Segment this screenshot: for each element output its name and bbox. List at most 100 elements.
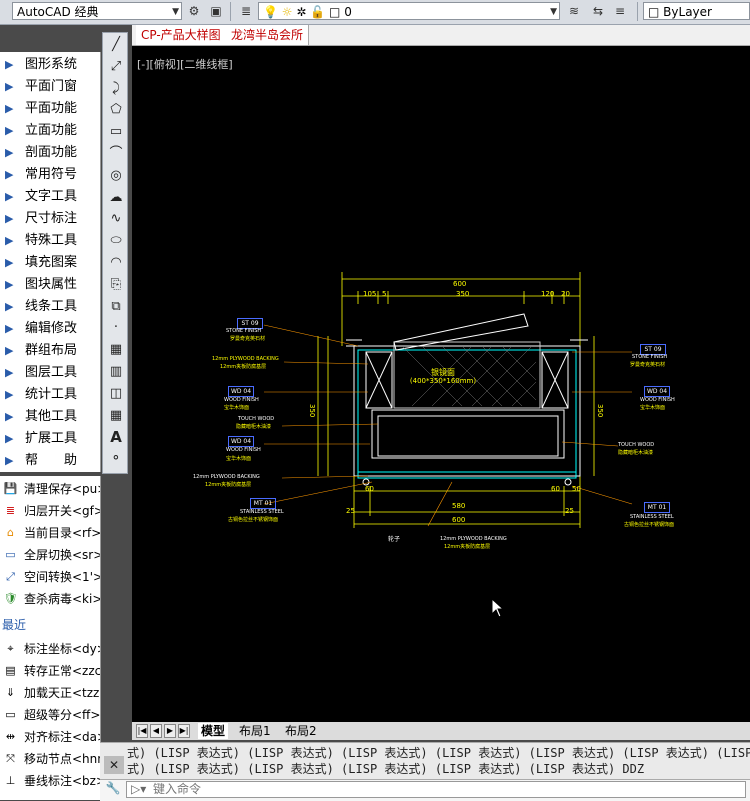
gear-icon[interactable]: ⚙ [188,4,200,18]
expand-arrow-icon: ▶ [5,278,14,291]
point-icon[interactable]: · [113,320,119,336]
menu-item[interactable]: ▶线条工具 [0,296,100,318]
recent-command-item[interactable]: ⌖标注坐标<dy> [0,638,100,660]
ellipse-arc-icon[interactable]: ◠ [110,255,122,270]
text-icon[interactable]: A [110,428,122,447]
command-icon: ⤧ [6,752,15,765]
dim-top-5: 20 [561,290,570,298]
command-item[interactable]: ⤢空间转换<1'> [0,566,100,588]
region-icon[interactable]: ◫ [109,385,123,401]
workspace-dropdown[interactable]: AutoCAD 经典 ▼ [12,2,182,20]
command-label: 标注坐标<dy> [24,642,100,656]
command-shortcut-panel: 💾清理保存<pu>≣归层开关<gf>⌂当前目录<rf>▭全屏切换<sr>⤢空间转… [0,476,101,800]
menu-item[interactable]: ▶其他工具 [0,406,100,428]
menu-item[interactable]: ▶特殊工具 [0,230,100,252]
recent-command-item[interactable]: ▤转存正常<zzc> [0,660,100,682]
spline-icon[interactable]: ∿ [110,211,122,227]
wheel-note: 轮子 [388,536,401,543]
expand-arrow-icon: ▶ [5,388,14,401]
callout-cn: 古铜色拉丝不锈钢饰面 [228,517,279,523]
command-input[interactable]: ▷▾ 键入命令 [126,781,746,798]
expand-arrow-icon: ▶ [5,146,14,159]
revcloud-icon[interactable]: ☁ [109,189,123,205]
gradient-icon[interactable]: ▥ [109,364,123,379]
prev-tab-icon[interactable]: ◀ [150,724,162,738]
tab-model[interactable]: 模型 [198,723,229,739]
recent-command-item[interactable]: ▭超级等分<ff> [0,704,100,726]
menu-item[interactable]: ▶扩展工具 [0,428,100,450]
menu-item[interactable]: ▶帮 助 [0,450,100,472]
menu-item[interactable]: ▶图块属性 [0,274,100,296]
command-prompt-icon: ▷▾ [131,782,147,796]
layer-dropdown[interactable]: 💡 ☼ ✲ 🔓 □ 0 ▼ [258,2,560,20]
callout-en: WOOD FINISH [224,397,259,403]
menu-item[interactable]: ▶文字工具 [0,186,100,208]
layout-tab-bar: |◀ ◀ ▶ ▶| 模型 布局1 布局2 [132,722,750,740]
drawing-canvas[interactable] [132,46,750,722]
viewport-label[interactable]: [-][俯视][二维线框] [137,58,233,71]
menu-item[interactable]: ▶平面门窗 [0,76,100,98]
table-icon[interactable]: ▦ [109,407,123,423]
callout-tag: ST 09 [640,344,666,355]
dim-bottom-1: 60 [365,485,374,493]
menu-item[interactable]: ▶图形系统 [0,54,100,76]
first-tab-icon[interactable]: |◀ [136,724,148,738]
menu-item[interactable]: ▶常用符号 [0,164,100,186]
wrench-icon[interactable]: 🔧 [105,781,121,795]
polygon-icon[interactable]: ⬠ [110,102,122,118]
rectangle-icon[interactable]: ▭ [109,124,123,140]
circle-icon[interactable]: ◎ [110,167,122,183]
close-icon[interactable]: ✕ [104,756,124,774]
menu-item[interactable]: ▶填充图案 [0,252,100,274]
menu-item[interactable]: ▶统计工具 [0,384,100,406]
recent-command-item[interactable]: ⇓加载天正<tzz> [0,682,100,704]
next-tab-icon[interactable]: ▶ [164,724,176,738]
line-icon[interactable]: ╱ [112,37,120,52]
dim-top-1: 105 [363,290,377,298]
callout-cn: 罗曼奇克英石材 [630,362,666,368]
color-dropdown[interactable]: □ ByLayer [643,2,750,20]
file-tab-longwan[interactable]: 龙湾半岛会所 [226,25,310,45]
insert-block-icon[interactable]: ⎘ [110,276,122,292]
tab-layout2[interactable]: 布局2 [285,724,317,738]
menu-item[interactable]: ▶剖面功能 [0,142,100,164]
lightbulb-icon: 💡 [263,5,278,19]
recent-command-item[interactable]: ⊥垂线标注<bz> [0,770,100,792]
menu-item[interactable]: ▶立面功能 [0,120,100,142]
layer-state-icon[interactable]: ≡ [614,4,626,18]
command-item[interactable]: ⌂当前目录<rf> [0,522,100,544]
workspace-settings-icon[interactable]: ▣ [210,4,222,18]
layer-manager-icon[interactable]: ≣ [240,4,252,18]
last-tab-icon[interactable]: ▶| [178,724,190,738]
menu-item[interactable]: ▶尺寸标注 [0,208,100,230]
file-tab-cp[interactable]: CP-产品大样图 [136,25,227,45]
arc-icon[interactable]: ⌒ [109,146,123,161]
ellipse-icon[interactable]: ⬭ [110,233,122,249]
make-block-icon[interactable]: ⧉ [111,298,121,314]
add-selected-icon[interactable]: ⚬ [110,451,122,467]
menu-item[interactable]: ▶平面功能 [0,98,100,120]
menu-item[interactable]: ▶群组布局 [0,340,100,362]
command-item[interactable]: 💾清理保存<pu> [0,478,100,500]
recent-command-item[interactable]: ⤧移动节点<hnn> [0,748,100,770]
ray-icon[interactable]: ⤢ [110,58,122,74]
leader-lines [263,324,633,527]
command-item[interactable]: ≣归层开关<gf> [0,500,100,522]
tab-layout1[interactable]: 布局1 [239,724,271,738]
command-item[interactable]: 🛡查杀病毒<ki> [0,588,100,610]
recent-command-item[interactable]: ⇹ 对齐标注<da> [0,726,100,748]
cabinet-outline [346,313,588,477]
command-icon: 💾 [3,482,18,495]
command-item[interactable]: ▭全屏切换<sr> [0,544,100,566]
menu-item[interactable]: ▶图层工具 [0,362,100,384]
command-icon: ⤢ [6,570,15,583]
make-current-layer-icon[interactable]: ≋ [568,4,580,18]
command-icon: ⇹ [5,730,16,743]
command-label: 对齐标注<da> [24,730,100,744]
polyline-icon[interactable]: ⤸ [112,80,120,96]
menu-item[interactable]: ▶编辑修改 [0,318,100,340]
expand-arrow-icon: ▶ [5,300,14,313]
hatch-icon[interactable]: ▦ [109,342,123,358]
expand-arrow-icon: ▶ [5,256,14,269]
layer-previous-icon[interactable]: ⇆ [592,4,604,18]
